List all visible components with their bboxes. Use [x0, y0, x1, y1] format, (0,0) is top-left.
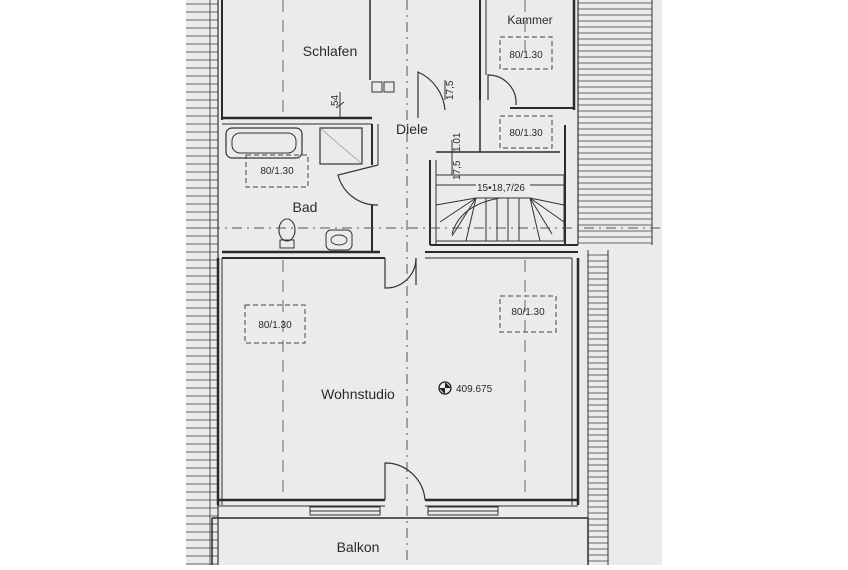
chimney-right: [383, 81, 395, 93]
dimension-label-101: 1.01: [452, 132, 463, 152]
axis-lines: [188, 0, 660, 565]
staircase: [435, 174, 565, 242]
elevation-label: 409.675: [456, 384, 493, 395]
bathtub: [225, 127, 303, 159]
stairs-label: 15•18,7/26: [477, 183, 525, 194]
dimension-label-175-top: 17,5: [445, 80, 456, 100]
window-label-wohnstudio-left: 80/1.30: [258, 320, 292, 331]
window-label-bad: 80/1.30: [260, 166, 294, 177]
dimension-lines: [335, 80, 453, 175]
room-label-diele: Diele: [396, 121, 428, 137]
room-label-balkon: Balkon: [337, 539, 380, 555]
beam-lines: [282, 0, 526, 500]
right-hatch-upper: [578, 0, 652, 245]
shower: [319, 127, 363, 165]
elevation-marker-icon: [438, 381, 452, 395]
window-boxes: [244, 36, 557, 344]
window-label-kammer: 80/1.30: [509, 50, 543, 61]
room-label-bad: Bad: [293, 199, 318, 215]
window-label-diele-right: 80/1.30: [509, 128, 543, 139]
window-label-wohnstudio-right: 80/1.30: [511, 307, 545, 318]
right-hatch-lower: [588, 250, 608, 565]
left-hatch-strip: [186, 0, 218, 565]
doors: [337, 71, 517, 501]
dimension-label-175-side: 17,5: [452, 160, 463, 180]
washbasin: [325, 229, 353, 251]
dimension-label-54: 54: [330, 94, 341, 106]
chimney-left: [371, 81, 383, 93]
room-label-kammer: Kammer: [507, 13, 552, 27]
toilet: [278, 218, 296, 249]
room-label-schlafen: Schlafen: [303, 43, 357, 59]
walls: [211, 0, 589, 565]
room-label-wohnstudio: Wohnstudio: [321, 386, 395, 402]
